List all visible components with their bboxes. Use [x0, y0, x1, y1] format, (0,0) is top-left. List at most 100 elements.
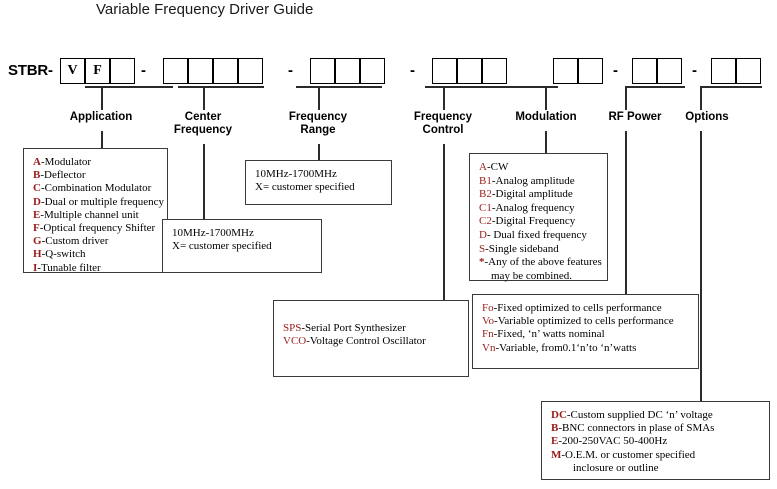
code-cell[interactable]: [188, 58, 213, 84]
code-cell[interactable]: [482, 58, 507, 84]
list-item: E-200-250VAC 50-400Hz: [551, 435, 761, 448]
entry-text: -Analog amplitude: [491, 174, 575, 187]
entry-text: -Variable, from0.1‘n’to ‘n’watts: [495, 341, 637, 354]
page-title: Variable Frequency Driver Guide: [96, 1, 314, 18]
code-cell[interactable]: F: [85, 58, 110, 84]
connector-bracket-rf-power: [625, 86, 685, 88]
entry-text: -Voltage Control Oscillator: [306, 335, 426, 348]
code-cell[interactable]: [736, 58, 761, 84]
code-cell[interactable]: [110, 58, 135, 84]
connector-stem-options-lower: [700, 131, 702, 401]
entry-text: -Fixed optimized to cells performance: [493, 302, 662, 314]
entry-code: G: [33, 235, 42, 248]
entry-code: B1: [479, 174, 492, 187]
entry-code: C2: [479, 215, 492, 228]
entry-code: A: [479, 161, 487, 173]
entry-text: -200-250VAC 50-400Hz: [558, 435, 668, 448]
connector-bracket-options: [700, 86, 762, 88]
column-label-application: Application: [69, 111, 133, 123]
entry-code: C1: [479, 201, 492, 214]
code-group-5[interactable]: [553, 58, 603, 84]
options-detail-box: DC-Custom supplied DC ‘n’ voltage B-BNC …: [541, 401, 770, 480]
connector-stem-application: [101, 86, 103, 110]
frequency-control-detail-box: SPS-Serial Port Synthesizer VCO-Voltage …: [273, 300, 469, 377]
frequency-range-line-1: 10MHz-1700MHz: [255, 168, 337, 180]
connector-bracket-center-frequency: [178, 86, 264, 88]
code-cell[interactable]: [457, 58, 482, 84]
list-item: B1-Analog amplitude: [479, 175, 599, 189]
code-group-7[interactable]: [711, 58, 761, 84]
list-item: E-Multiple channel unit: [33, 209, 159, 222]
entry-code: E: [33, 208, 41, 221]
entry-text: -Multiple channel unit: [40, 208, 139, 221]
list-item: A-CW: [479, 161, 599, 175]
code-cell[interactable]: [335, 58, 360, 84]
code-group-3[interactable]: [310, 58, 385, 84]
connector-bracket-application: [85, 86, 173, 88]
code-cell[interactable]: [632, 58, 657, 84]
connector-stem-frequency-range: [318, 86, 320, 110]
code-cell[interactable]: [360, 58, 385, 84]
list-item: C1-Analog frequency: [479, 202, 599, 216]
frequency-range-line-2: X= customer specified: [255, 181, 355, 194]
list-item: H-Q-switch: [33, 248, 159, 261]
separator-dash: -: [692, 62, 697, 79]
entry-text: -Single sideband: [485, 242, 559, 255]
separator-dash: -: [410, 62, 415, 79]
center-frequency-detail-box: 10MHz-1700MHz X= customer specified: [162, 219, 322, 273]
code-cell[interactable]: [213, 58, 238, 84]
column-label-center-frequency: Center Frequency: [173, 111, 233, 136]
code-cell[interactable]: [553, 58, 578, 84]
code-cell[interactable]: [432, 58, 457, 84]
entry-text: -Digital amplitude: [491, 188, 573, 201]
column-label-frequency-control: Frequency Control: [413, 111, 473, 136]
entry-text: -CW: [486, 161, 509, 173]
list-item: Fo-Fixed optimized to cells performance: [482, 302, 690, 315]
connector-bracket-modulation: [470, 86, 558, 88]
list-item: A-Modulator: [33, 156, 159, 169]
connector-stem-frequency-range-lower: [318, 144, 320, 160]
code-cell[interactable]: [578, 58, 603, 84]
code-group-4[interactable]: [432, 58, 507, 84]
entry-text: -Fixed, ‘n’ watts nominal: [493, 328, 605, 341]
column-label-options: Options: [685, 111, 729, 123]
code-cell[interactable]: [238, 58, 263, 84]
list-item: I-Tunable filter: [33, 262, 159, 275]
entry-code: B: [33, 169, 41, 182]
frequency-range-detail-box: 10MHz-1700MHz X= customer specified: [245, 160, 392, 205]
entry-text: -Q-switch: [41, 248, 86, 261]
list-item: *-Any of the above features: [479, 256, 602, 270]
entry-text: -Analog frequency: [491, 201, 575, 214]
connector-stem-modulation: [545, 86, 547, 110]
entry-text: -Modulator: [40, 156, 92, 168]
part-number-row: STBR- V F - - - - -: [0, 28, 777, 84]
code-group-1[interactable]: V F: [60, 58, 135, 84]
connector-stem-modulation-lower: [545, 131, 547, 153]
code-cell[interactable]: [711, 58, 736, 84]
list-item: VCO-Voltage Control Oscillator: [283, 335, 460, 348]
list-item: D- Dual fixed frequency: [479, 229, 599, 243]
connector-stem-center-frequency-lower: [203, 144, 205, 219]
entry-code: H: [33, 248, 42, 261]
code-cell[interactable]: [657, 58, 682, 84]
list-item: C2-Digital Frequency: [479, 215, 599, 229]
separator-dash: -: [613, 62, 618, 79]
entry-text: -Combination Modulator: [40, 182, 152, 195]
code-group-2[interactable]: [163, 58, 263, 84]
list-item: D-Dual or multiple frequency: [33, 195, 164, 209]
entry-code: A: [33, 156, 41, 168]
entry-text: -Tunable filter: [37, 261, 101, 274]
code-cell[interactable]: [310, 58, 335, 84]
list-item: SPS-Serial Port Synthesizer: [283, 308, 460, 335]
entry-text: -Serial Port Synthesizer: [301, 322, 406, 334]
entry-code: C: [33, 182, 41, 195]
list-item: M-O.E.M. or customer specified: [551, 449, 761, 462]
code-cell[interactable]: [163, 58, 188, 84]
list-item: B-Deflector: [33, 169, 159, 182]
entry-code: Fn: [482, 328, 494, 341]
connector-stem-frequency-control: [443, 86, 445, 110]
code-group-6[interactable]: [632, 58, 682, 84]
code-cell[interactable]: V: [60, 58, 85, 84]
entry-code: D: [33, 195, 41, 208]
connector-stem-application-lower: [101, 131, 103, 148]
